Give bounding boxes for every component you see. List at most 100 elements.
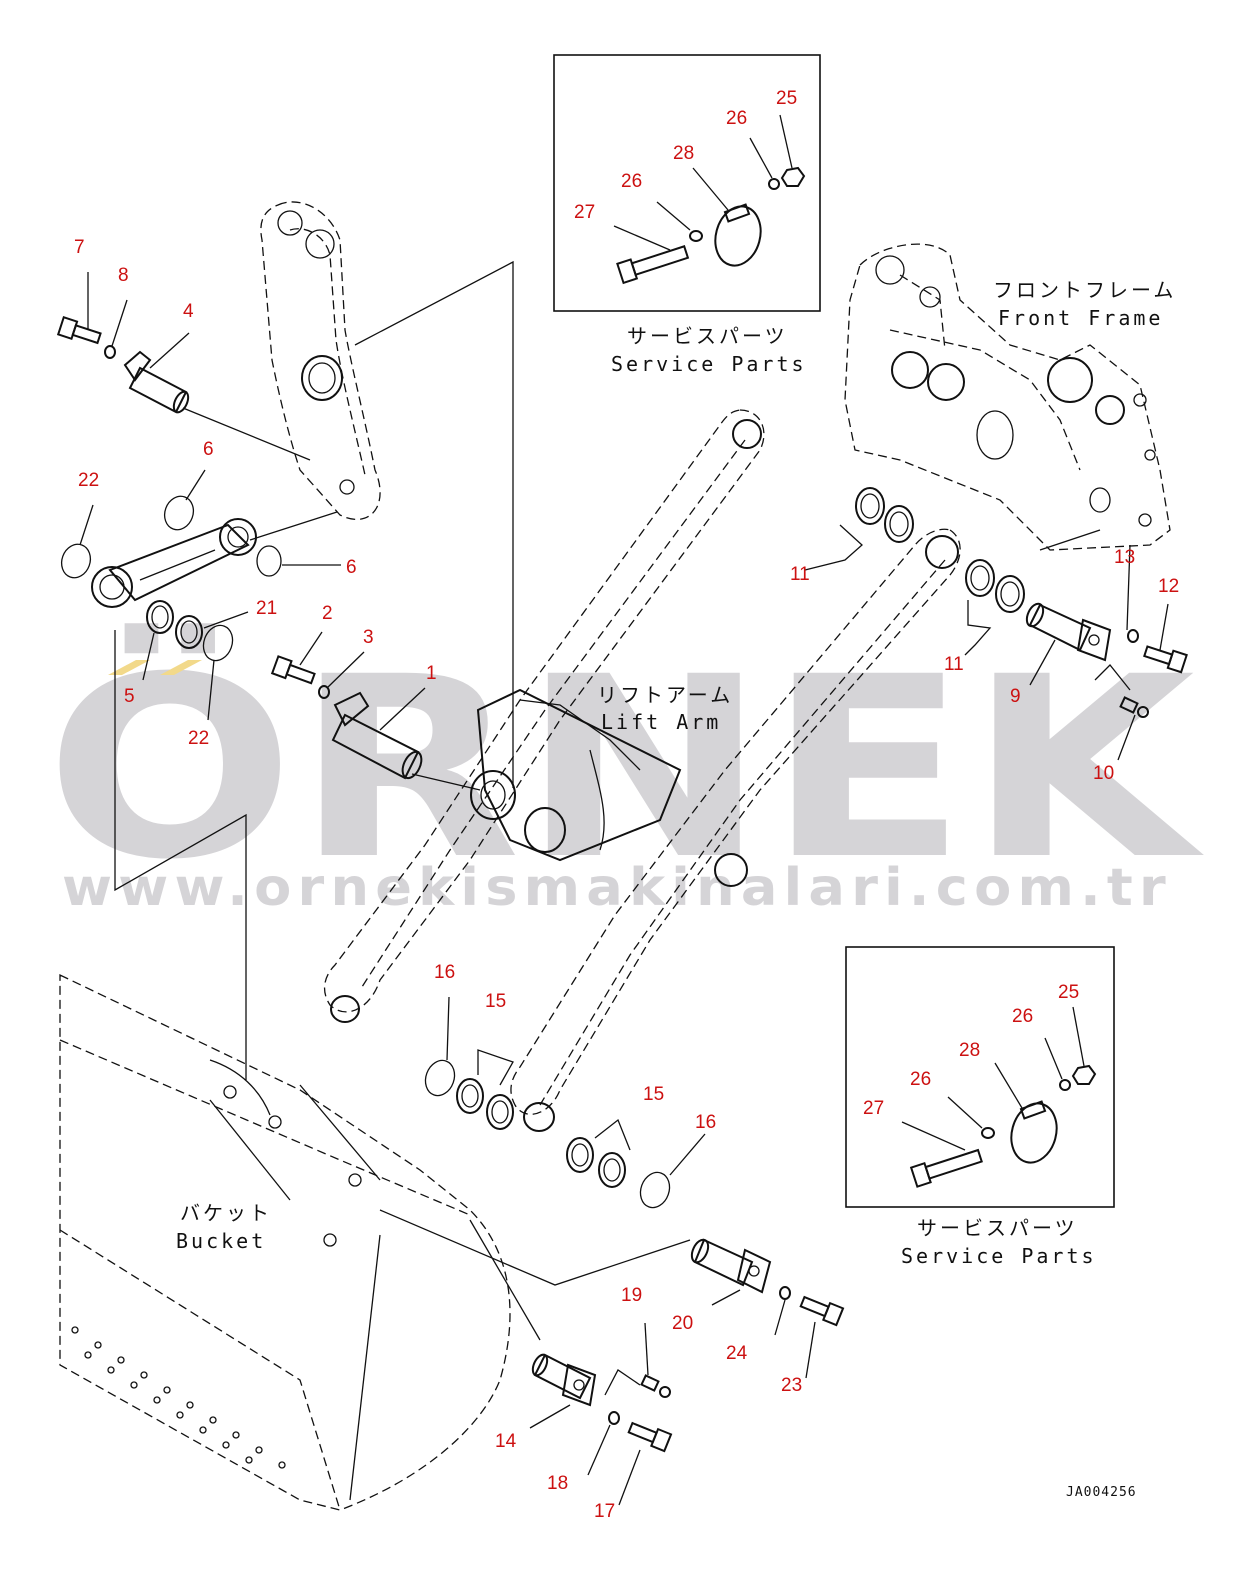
washer-3 — [318, 685, 330, 699]
callout-21: 21 — [256, 598, 277, 619]
drawing-code: JA004256 — [1066, 1485, 1137, 1500]
bolt-2 — [270, 655, 316, 685]
front-frame-label-jp: フロントフレーム — [993, 278, 1176, 302]
watermark-url: www.ornekismakinalari.com.tr — [62, 858, 1172, 918]
callout-24: 24 — [726, 1343, 748, 1364]
bucket-edge-holes — [71, 1326, 286, 1469]
retainer-ring-28-top — [714, 205, 762, 267]
bolt-12 — [1143, 645, 1188, 674]
callout-16-a: 16 — [434, 962, 455, 983]
ring-11-b — [884, 505, 914, 543]
callout-27-bottom: 27 — [863, 1098, 884, 1119]
callout-11-b: 11 — [944, 654, 964, 675]
callout-7: 7 — [74, 237, 85, 258]
callout-26-bottom-a: 26 — [910, 1069, 931, 1090]
callout-11-a: 11 — [790, 564, 810, 585]
washer-26-bottom-a — [981, 1127, 995, 1139]
seal-22-a — [60, 543, 92, 579]
bucket — [59, 973, 511, 1511]
bellcrank — [260, 201, 381, 521]
washer-26-bottom-b — [1059, 1079, 1071, 1091]
ring-11-d — [995, 575, 1025, 613]
ring-5 — [146, 600, 174, 634]
callout-10: 10 — [1093, 763, 1114, 784]
ring-21 — [175, 615, 203, 649]
callout-26-top-a: 26 — [621, 171, 642, 192]
front-frame-label-en: Front Frame — [998, 306, 1163, 330]
bolt-27-top — [616, 245, 690, 285]
washer-26-top-b — [768, 178, 780, 190]
pin-1 — [331, 691, 423, 780]
assembly-lines — [114, 260, 691, 1341]
callout-4: 4 — [183, 301, 194, 322]
seal-6-b — [256, 545, 282, 577]
retainer-ring-28-bottom — [1010, 1102, 1058, 1164]
service-parts-bottom-jp: サービスパーツ — [917, 1216, 1078, 1240]
ring-15-a — [456, 1078, 484, 1114]
callout-3: 3 — [363, 627, 374, 648]
callout-6-b: 6 — [346, 557, 357, 578]
washer-26-top-a — [689, 230, 703, 242]
watermark-umlaut-right — [160, 660, 202, 675]
pin-14 — [531, 1353, 597, 1407]
seal-16-b — [639, 1171, 671, 1209]
tilt-link — [91, 518, 257, 608]
callout-27-top: 27 — [574, 202, 595, 223]
callout-numbers: 7 8 4 6 22 6 21 2 3 1 5 22 11 13 12 11 9… — [74, 237, 1179, 1522]
pin-4 — [123, 350, 190, 414]
ring-15-d — [598, 1152, 626, 1188]
callout-15-b: 15 — [643, 1084, 664, 1105]
lift-arm-label-jp: リフトアーム — [597, 683, 733, 707]
callout-26-top-b: 26 — [726, 108, 747, 129]
washer-24 — [779, 1286, 791, 1300]
service-parts-box-bottom: 25 26 28 26 27 — [845, 946, 1115, 1208]
callout-22-a: 22 — [78, 470, 99, 491]
callout-5: 5 — [124, 686, 135, 707]
service-parts-top-en: Service Parts — [611, 352, 807, 376]
washer-13 — [1127, 629, 1139, 643]
nut-25-bottom — [1071, 1064, 1097, 1085]
nut-25-top — [780, 166, 806, 187]
service-parts-top-jp: サービスパーツ — [627, 324, 788, 348]
callout-8: 8 — [118, 265, 129, 286]
callout-1: 1 — [426, 663, 437, 684]
callout-25-top: 25 — [776, 88, 797, 109]
watermark: ÖRNEK www.ornekismakinalari.com.tr — [45, 623, 1205, 918]
callout-15-a: 15 — [485, 991, 506, 1012]
callout-28-top: 28 — [673, 143, 694, 164]
lift-arm-label-en: Lift Arm — [601, 710, 721, 734]
service-parts-box-top: 25 26 28 26 27 — [553, 54, 821, 312]
lift-arm — [323, 409, 961, 1132]
callout-22-b: 22 — [188, 728, 209, 749]
bucket-label-en: Bucket — [176, 1229, 266, 1253]
bolt-7 — [56, 316, 102, 345]
callout-12: 12 — [1158, 576, 1179, 597]
grease-fitting-10 — [1094, 664, 1149, 718]
washer-18 — [608, 1411, 620, 1425]
bucket-label-jp: バケット — [180, 1201, 272, 1225]
ring-11-c — [965, 559, 995, 597]
washer-8 — [104, 345, 116, 359]
callout-9: 9 — [1010, 686, 1021, 707]
callout-leaders — [79, 272, 1169, 1506]
callout-18: 18 — [547, 1473, 568, 1494]
seal-22-b — [202, 624, 234, 662]
pin-20 — [690, 1238, 772, 1294]
callout-26-bottom-b: 26 — [1012, 1006, 1033, 1027]
callout-19: 19 — [621, 1285, 642, 1306]
grease-fitting-19 — [604, 1369, 671, 1398]
callout-14: 14 — [495, 1431, 517, 1452]
ring-15-c — [566, 1137, 594, 1173]
callout-17: 17 — [594, 1501, 615, 1522]
callout-23: 23 — [781, 1375, 802, 1396]
bolt-23 — [799, 1295, 845, 1327]
seal-16-a — [424, 1059, 456, 1097]
bolt-17 — [627, 1421, 673, 1453]
seal-6-a — [163, 495, 195, 531]
callout-16-b: 16 — [695, 1112, 716, 1133]
callout-13: 13 — [1114, 547, 1135, 568]
ring-15-b — [486, 1094, 514, 1130]
service-parts-bottom-en: Service Parts — [901, 1244, 1097, 1268]
front-frame — [844, 243, 1171, 551]
